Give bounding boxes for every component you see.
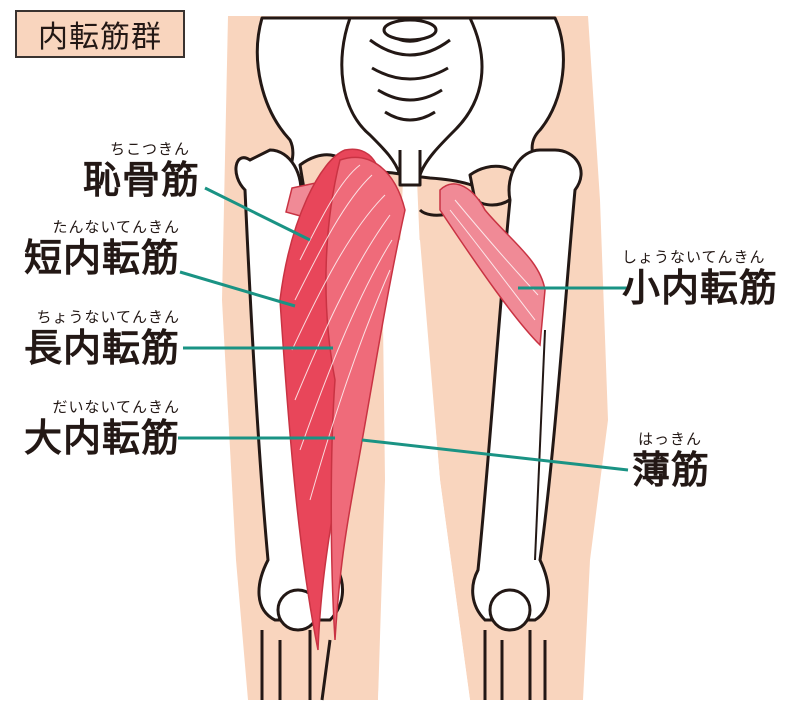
ruby-pectineus: ちこつきん	[109, 140, 190, 158]
name-pectineus: 恥骨筋	[82, 158, 200, 202]
muscle-fibers	[291, 164, 539, 501]
leg-gap	[378, 240, 470, 700]
ruby-adductor-magnus: だいないてんきん	[52, 398, 180, 416]
leader-lines	[178, 186, 629, 472]
label-adductor-brevis: たんないてんきん 短内転筋	[15, 218, 180, 280]
name-adductor-longus: 長内転筋	[23, 326, 180, 370]
leader-line-pectineus	[204, 186, 311, 242]
label-adductor-longus: ちょうないてんきん 長内転筋	[15, 308, 180, 370]
right-knee	[483, 588, 547, 700]
label-adductor-magnus: だいないてんきん 大内転筋	[15, 398, 180, 460]
diagram-title: 内転筋群	[15, 10, 185, 58]
label-gracilis: はっきん 薄筋	[632, 430, 752, 492]
name-adductor-magnus: 大内転筋	[23, 416, 180, 460]
label-pectineus: ちこつきん 恥骨筋	[60, 140, 200, 202]
name-adductor-brevis: 短内転筋	[23, 236, 180, 280]
ruby-adductor-longus: ちょうないてんきん	[36, 308, 180, 326]
leader-line-adductor-brevis	[179, 270, 296, 308]
leader-line-gracilis	[361, 438, 629, 472]
left-knee	[260, 588, 332, 701]
ruby-adductor-brevis: たんないてんきん	[52, 218, 180, 236]
label-adductor-minimus: しょうないてんきん 小内転筋	[622, 248, 797, 310]
ruby-adductor-minimus: しょうないてんきん	[622, 248, 766, 266]
ruby-gracilis: はっきん	[638, 430, 703, 448]
name-adductor-minimus: 小内転筋	[622, 266, 779, 310]
name-gracilis: 薄筋	[632, 448, 711, 492]
adductor-longus-muscle	[325, 156, 406, 641]
